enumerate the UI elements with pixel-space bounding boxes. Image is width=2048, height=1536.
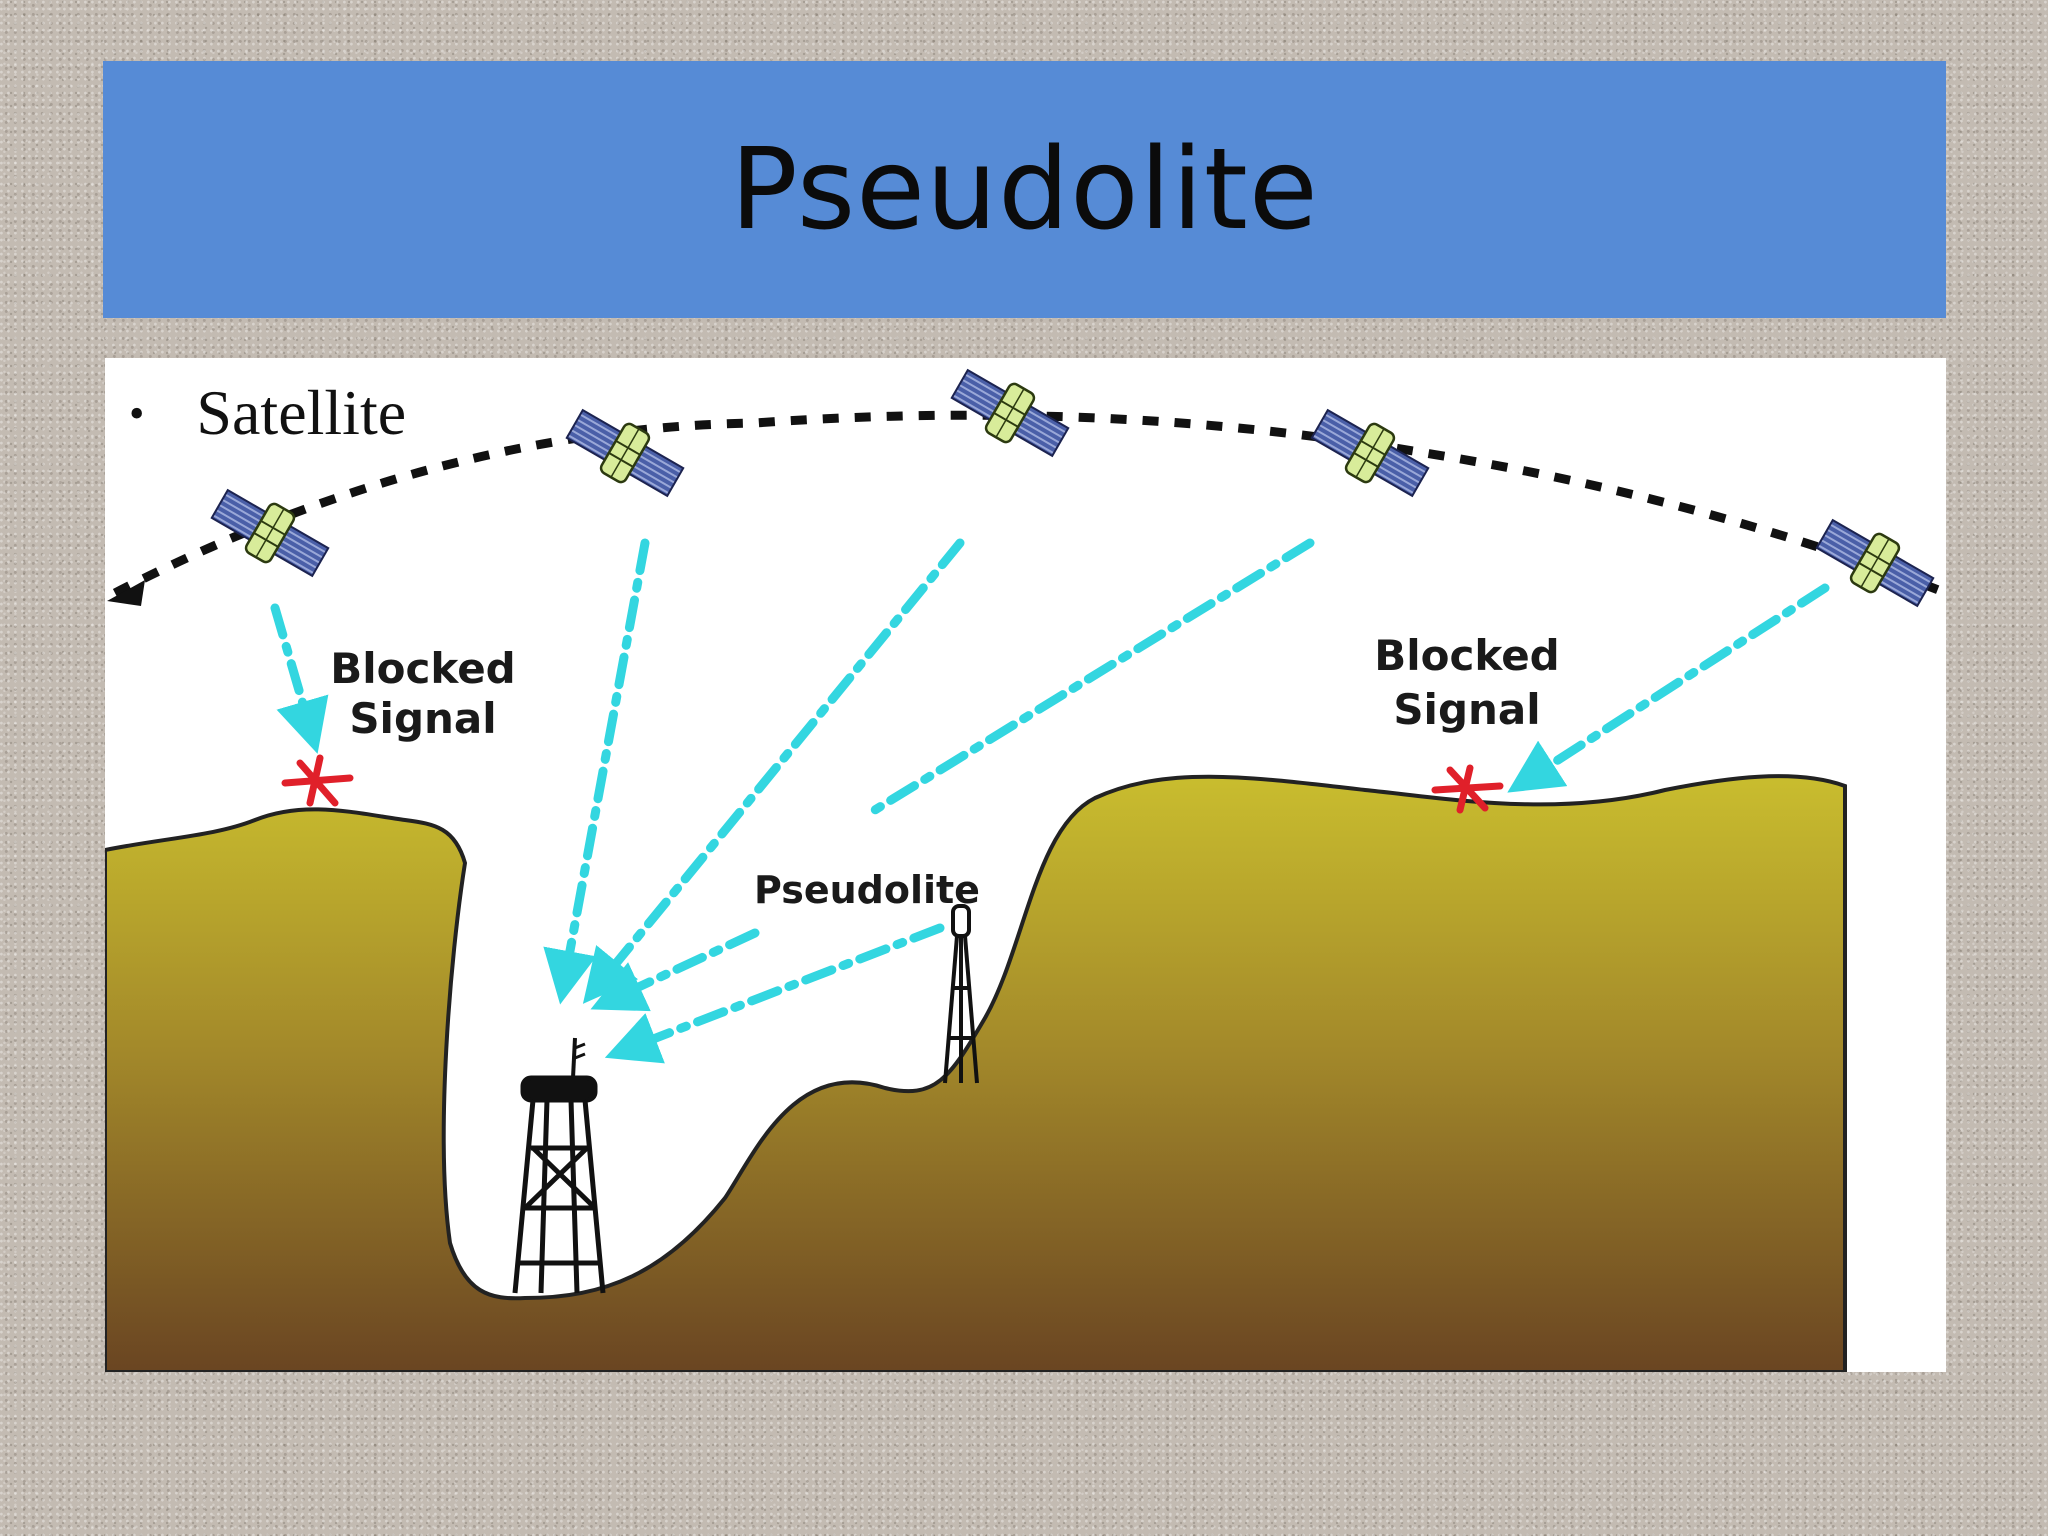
content-area: Blocked Signal Blocked Signal Pseudolite… (105, 358, 1946, 1372)
bullet-dot: • (129, 388, 145, 438)
signal-2 (582, 538, 965, 1004)
title-bar: Pseudolite (103, 61, 1946, 318)
satellite-icon (1304, 398, 1436, 508)
receiver-tower-icon (512, 1037, 606, 1294)
blocked-left-label-line2: Signal (349, 694, 496, 743)
pseudolite-diagram: Blocked Signal Blocked Signal Pseudolite (105, 358, 1946, 1372)
signal-3b (590, 928, 760, 1012)
pseudolite-tower-icon (943, 904, 979, 1084)
orbit-arrowhead (107, 580, 145, 606)
signal-3 (865, 538, 1315, 818)
satellite-icon (1809, 508, 1941, 618)
satellite-icon (204, 478, 336, 588)
signal-blocked-left (270, 603, 329, 754)
signal-1 (543, 538, 650, 1005)
blocked-left-label-line1: Blocked (330, 644, 516, 693)
satellite-icon (559, 398, 691, 508)
blocked-right-label-line2: Signal (1393, 685, 1540, 734)
signal-pseudolite (604, 923, 945, 1064)
blocked-signal-icon (1431, 764, 1504, 814)
blocked-signal-icon (281, 754, 354, 807)
bullet-text: Satellite (196, 377, 407, 448)
orbit-path (112, 410, 1946, 598)
bullet-item: • Satellite (123, 376, 406, 450)
blocked-right-label-line1: Blocked (1374, 631, 1560, 680)
signal-blocked-right (1507, 583, 1830, 793)
slide-title: Pseudolite (730, 124, 1319, 255)
pseudolite-label: Pseudolite (754, 868, 980, 912)
